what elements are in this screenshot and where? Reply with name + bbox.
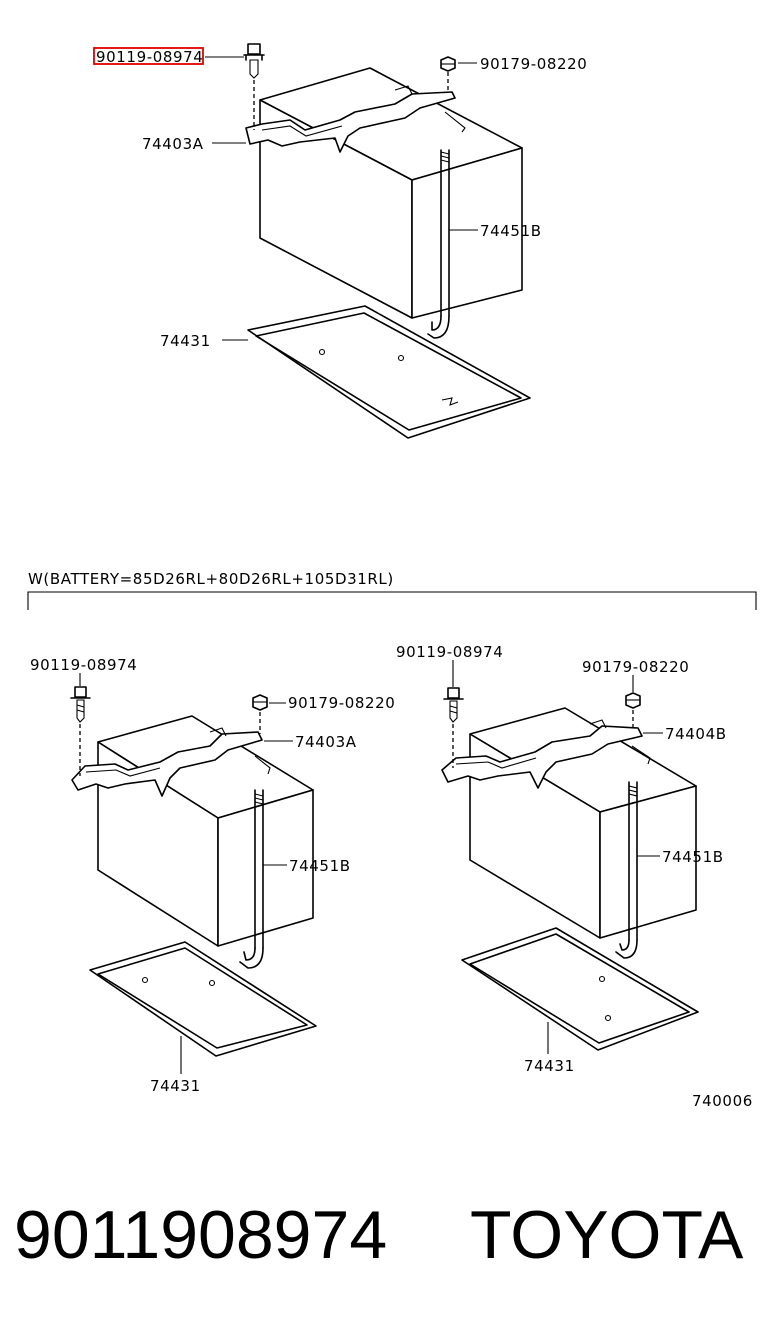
caption-part-number: 9011908974 — [14, 1197, 388, 1273]
caption-brand: TOYOTA — [470, 1197, 744, 1273]
right-nut-label[interactable]: 90179-08220 — [582, 658, 689, 676]
highlight-box — [93, 47, 204, 65]
top-tray-label[interactable]: 74431 — [160, 332, 211, 350]
left-tray-label[interactable]: 74431 — [150, 1077, 201, 1095]
left-battery — [97, 715, 314, 947]
left-bolt — [70, 686, 91, 776]
right-bolt — [443, 687, 464, 768]
top-nut — [440, 56, 456, 92]
top-rod — [427, 149, 450, 339]
top-battery — [259, 67, 523, 319]
right-bolt-label[interactable]: 90119-08974 — [396, 643, 503, 661]
right-battery — [469, 707, 697, 939]
left-clamp — [71, 727, 271, 797]
left-rod-label[interactable]: 74451B — [289, 857, 351, 875]
right-rod — [615, 781, 638, 959]
right-assembly: 90119-08974 90179-08220 74404B 74451B 74… — [396, 643, 727, 1075]
left-nut — [252, 694, 268, 734]
top-bolt — [243, 43, 265, 130]
top-nut-label[interactable]: 90179-08220 — [480, 55, 587, 73]
left-bolt-label[interactable]: 90119-08974 — [30, 656, 137, 674]
figure-code: 740006 — [692, 1092, 753, 1110]
left-nut-label[interactable]: 90179-08220 — [288, 694, 395, 712]
left-rod — [239, 789, 264, 969]
top-clamp-label[interactable]: 74403A — [142, 135, 204, 153]
top-bolt-label[interactable]: 90119-08974 — [96, 48, 203, 66]
right-nut — [625, 692, 641, 730]
top-rod-label[interactable]: 74451B — [480, 222, 542, 240]
right-tray — [461, 927, 699, 1051]
right-clamp — [441, 719, 651, 789]
left-assembly: 90119-08974 90179-08220 74403A 74451B 74… — [30, 656, 395, 1095]
left-tray — [89, 941, 317, 1057]
right-rod-label[interactable]: 74451B — [662, 848, 724, 866]
variant-bracket — [27, 591, 757, 610]
right-tray-label[interactable]: 74431 — [524, 1057, 575, 1075]
variant-heading: W(BATTERY=85D26RL+80D26RL+105D31RL) — [28, 570, 394, 588]
left-clamp-label[interactable]: 74403A — [295, 733, 357, 751]
right-clamp-label[interactable]: 74404B — [665, 725, 727, 743]
top-assembly: 90119-08974 90179-08220 74403A 74451B 74… — [93, 43, 587, 439]
top-tray — [247, 305, 531, 439]
top-clamp — [245, 85, 466, 153]
